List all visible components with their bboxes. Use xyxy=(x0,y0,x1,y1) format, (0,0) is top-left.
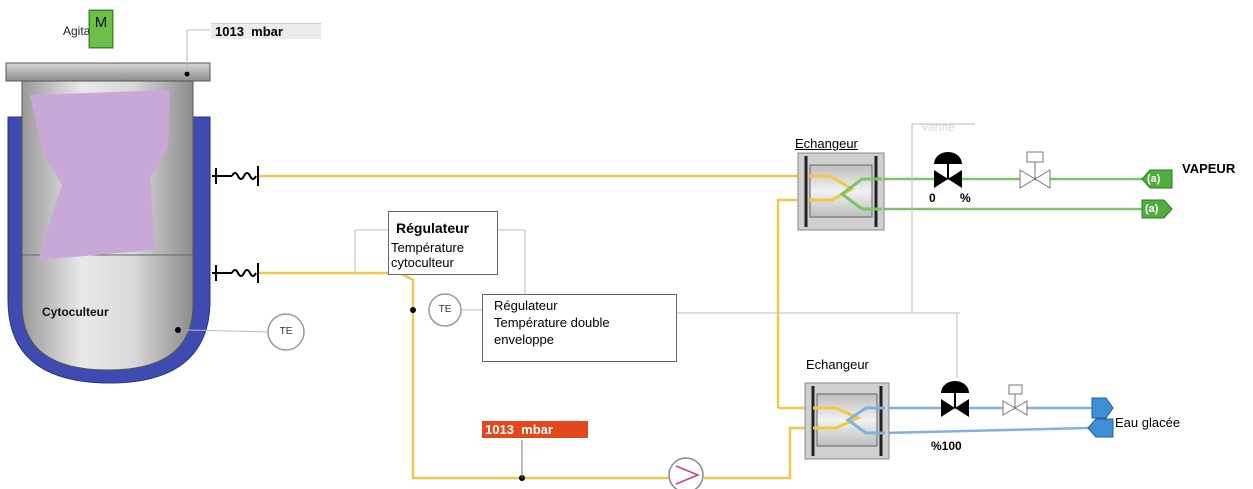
yellow-pipework xyxy=(258,174,813,480)
chilled-water-label: Eau glacée xyxy=(1115,415,1181,430)
bottom-pressure-value: 1013 xyxy=(485,422,514,437)
steam-inlet-connector xyxy=(1141,169,1173,189)
steam-outlet-connector xyxy=(1141,199,1173,219)
regulator-jacket-box[interactable]: Régulateur Température double enveloppe xyxy=(482,294,677,362)
flex-coupling-bottom xyxy=(212,263,259,283)
te-sensor-left-label: TE xyxy=(279,326,293,337)
blue-pipework xyxy=(884,406,1092,435)
steam-stream-label: VAPEUR xyxy=(1182,161,1236,176)
regulator-cyto-line2: cytoculteur xyxy=(391,255,454,270)
chilled-water-inlet xyxy=(1087,418,1114,438)
top-pressure-unit: mbar xyxy=(251,24,283,39)
top-pressure-readout: 1013 mbar xyxy=(211,23,321,39)
top-pressure-value: 1013 xyxy=(215,24,244,39)
te-sensor-right-circle xyxy=(428,293,462,327)
solenoid-valve-bottom[interactable] xyxy=(1002,384,1028,416)
heat-exchanger-bottom xyxy=(804,382,890,460)
te-sensor-left-circle xyxy=(267,313,305,351)
reactor-vessel xyxy=(5,62,211,384)
pressure-leader-top xyxy=(186,29,210,72)
regulator-cyto-title: Régulateur xyxy=(396,220,470,236)
reactor-label: Cytoculteur xyxy=(42,305,109,319)
signal-lines xyxy=(186,123,975,378)
control-valve-bottom[interactable] xyxy=(941,381,969,417)
motor-letter: M xyxy=(94,14,108,31)
heat-exchanger-top xyxy=(797,152,885,231)
culture-volume xyxy=(30,90,170,260)
bottom-pressure-unit: mbar xyxy=(521,422,553,437)
bottom-pressure-readout: 1013 mbar xyxy=(482,421,588,438)
chilled-water-outlet xyxy=(1091,397,1114,419)
agitator-motor-badge[interactable]: M xyxy=(89,10,113,48)
bottom-sensor-point xyxy=(175,327,181,333)
valve-bottom-value: %100 xyxy=(931,439,962,453)
regulator-cytoculteur-box[interactable]: Régulateur Température cytoculteur xyxy=(388,211,498,275)
regulator-jacket-line2: Température double xyxy=(494,315,610,330)
green-pipework xyxy=(882,177,1142,211)
regulator-cyto-line1: Température xyxy=(391,240,464,255)
flex-coupling-top xyxy=(212,166,259,186)
valve-top-unit: % xyxy=(960,191,971,205)
te-sensor-right-label: TE xyxy=(438,304,452,315)
steam-outlet-tag: (a) xyxy=(1145,203,1159,215)
exchanger-bottom-label: Echangeur xyxy=(806,357,869,372)
steam-inlet-tag: (a) xyxy=(1147,173,1161,185)
lid-sensor-point xyxy=(184,71,190,77)
valve-top-value: 0 xyxy=(929,191,936,205)
regulator-jacket-line1: Régulateur xyxy=(494,298,558,313)
control-valve-top[interactable] xyxy=(934,152,962,188)
regulator-jacket-line3: enveloppe xyxy=(494,332,554,347)
valve-top-label: Vanne xyxy=(921,120,955,134)
circulation-pump[interactable] xyxy=(668,457,704,489)
vessel-lid xyxy=(5,62,211,82)
exchanger-top-label: Echangeur xyxy=(795,136,858,151)
solenoid-valve-top[interactable] xyxy=(1019,151,1051,189)
